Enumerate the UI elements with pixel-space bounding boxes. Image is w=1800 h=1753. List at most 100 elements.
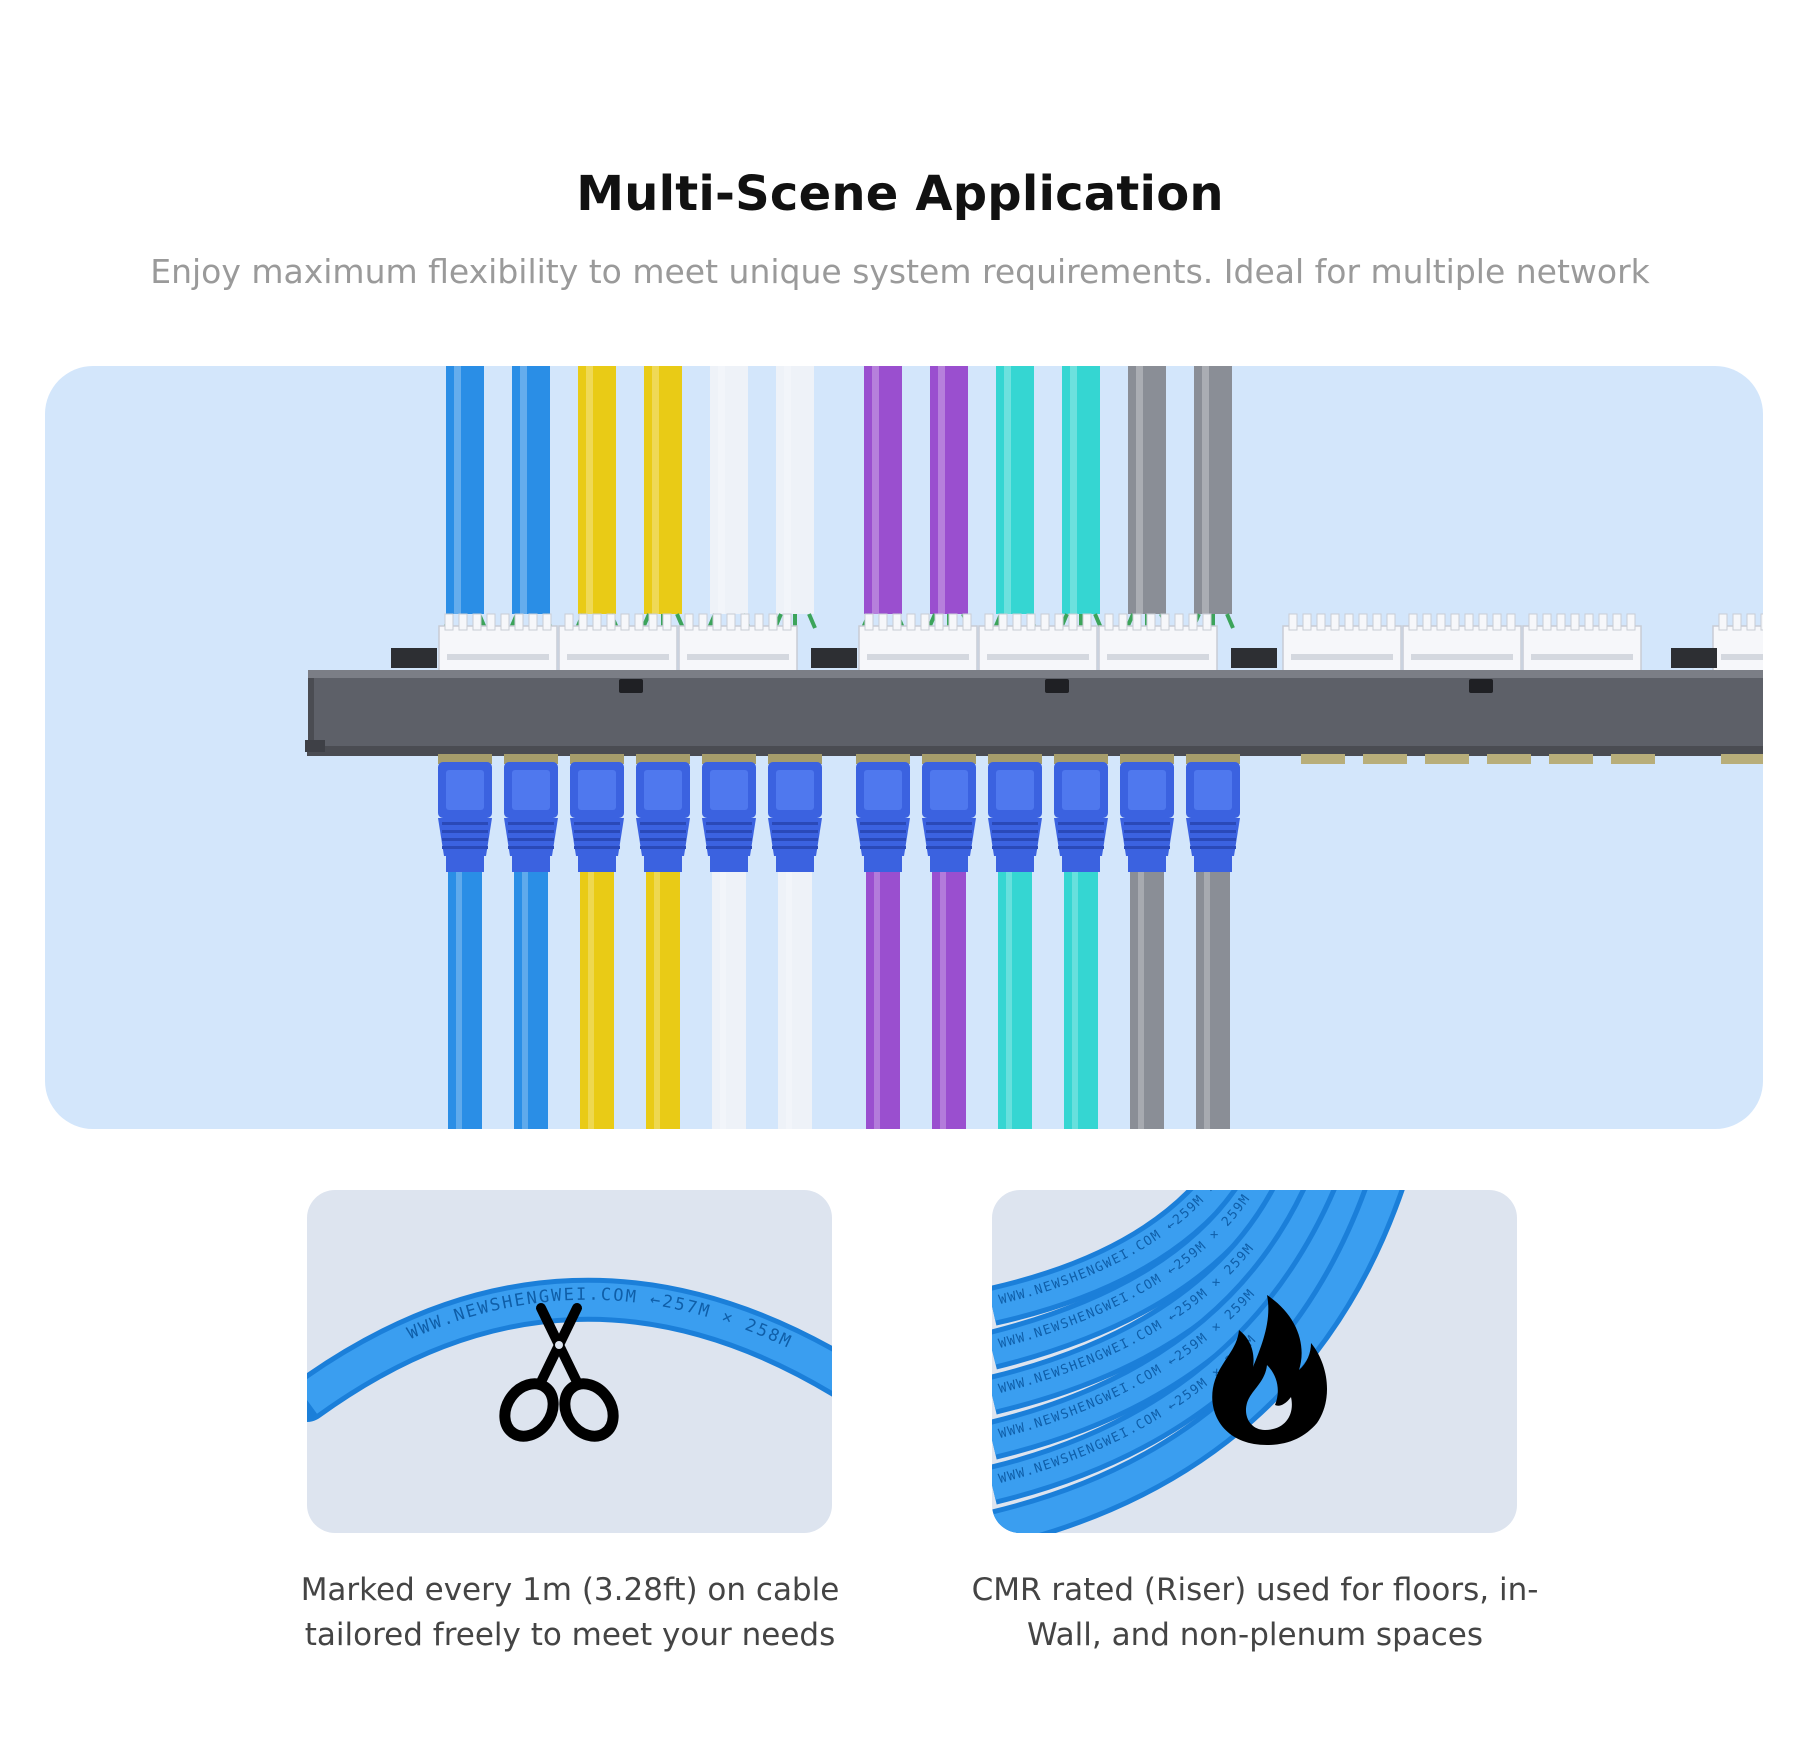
boot-tail <box>1194 856 1232 872</box>
boot-rib <box>992 830 1038 833</box>
boot-tail <box>710 856 748 872</box>
keystone-tooth <box>754 613 764 631</box>
keystone-tooth <box>906 613 916 631</box>
keystone-slot <box>1411 654 1513 660</box>
cable-shine <box>588 872 594 1129</box>
keystone-tooth <box>1132 613 1142 631</box>
cable-shine <box>718 366 725 614</box>
cable-coil <box>992 1190 1405 1533</box>
boot-tail <box>1128 856 1166 872</box>
keystone-tooth <box>698 613 708 631</box>
keystone-tooth <box>712 613 722 631</box>
feature-caption-cmr: CMR rated (Riser) used for floors, in- W… <box>955 1568 1555 1658</box>
cable-shine <box>1136 366 1143 614</box>
upper-cable <box>644 366 682 614</box>
keystone-tooth <box>1012 613 1022 631</box>
panel-slot <box>1045 679 1069 693</box>
cable-shine <box>1072 872 1078 1129</box>
lower-cable <box>1130 872 1164 1129</box>
feature-card-cmr: WWW.NEWSHENGWEI.COM ←259M × 259M WWW.NEW… <box>992 1190 1517 1533</box>
keystone-tooth <box>1464 613 1474 631</box>
port-foot <box>1549 754 1593 764</box>
boot-rib <box>772 822 818 825</box>
patch-panel-drawing <box>305 366 1763 1129</box>
boot-rib <box>706 846 752 849</box>
keystone-tooth <box>514 613 524 631</box>
keystone-tooth <box>768 613 778 631</box>
cable-shine <box>784 366 791 614</box>
keystone-tooth <box>1626 613 1636 631</box>
keystone-block <box>678 625 798 673</box>
boot-tail <box>996 856 1034 872</box>
keystone-tooth <box>1118 613 1128 631</box>
flame-icon <box>1212 1295 1328 1445</box>
cable-shine <box>454 366 461 614</box>
keystone-tooth <box>1386 613 1396 631</box>
boot-rib <box>640 846 686 849</box>
panel-notch <box>391 648 437 668</box>
caption-line: tailored freely to meet your needs <box>304 1617 836 1653</box>
keystone-block <box>1282 625 1402 673</box>
keystone-slot <box>867 654 969 660</box>
keystone-slot <box>1531 654 1633 660</box>
boot-rib <box>640 830 686 833</box>
keystone-tooth <box>592 613 602 631</box>
rj45-latch <box>1054 754 1108 764</box>
keystone-tooth <box>1040 613 1050 631</box>
rj45-latch <box>1186 754 1240 764</box>
port-foot <box>1425 754 1469 764</box>
page-title: Multi-Scene Application <box>576 166 1224 222</box>
boot-rib <box>1058 822 1104 825</box>
lower-cable <box>778 872 812 1129</box>
rj45-latch <box>438 754 492 764</box>
keystone-tooth <box>1528 613 1538 631</box>
keystone-block <box>858 625 978 673</box>
keystone-tooth <box>444 613 454 631</box>
panel-slot <box>619 679 643 693</box>
boot-rib <box>992 822 1038 825</box>
keystone-tooth <box>1478 613 1488 631</box>
boot-rib <box>508 822 554 825</box>
keystone-slot <box>987 654 1089 660</box>
panel-left-edge <box>308 678 314 756</box>
lower-cable <box>646 872 680 1129</box>
caption-line: CMR rated (Riser) used for floors, in- <box>971 1572 1539 1608</box>
keystone-tooth <box>1556 613 1566 631</box>
keystone-tooth <box>878 613 888 631</box>
boot-rib <box>442 830 488 833</box>
cable-shine <box>522 872 528 1129</box>
port-foot <box>1611 754 1655 764</box>
keystone-tooth <box>1068 613 1078 631</box>
keystone-block <box>1098 625 1218 673</box>
boot-rib <box>926 830 972 833</box>
keystone-slot <box>567 654 669 660</box>
upper-cable <box>446 366 484 614</box>
keystone-tooth <box>920 613 930 631</box>
cable-shine <box>874 872 880 1129</box>
boot-rib <box>706 838 752 841</box>
boot-rib <box>1058 846 1104 849</box>
port-foot <box>1721 754 1763 764</box>
keystone-tooth <box>1344 613 1354 631</box>
coiled-cable-image: WWW.NEWSHENGWEI.COM ←259M × 259M WWW.NEW… <box>992 1190 1405 1533</box>
rj45-boot-face <box>930 770 968 810</box>
port-foot <box>1363 754 1407 764</box>
keystone-tooth <box>1506 613 1516 631</box>
panel-notch <box>1671 648 1717 668</box>
boot-rib <box>508 830 554 833</box>
boot-rib <box>1124 830 1170 833</box>
keystone-block <box>1712 625 1763 673</box>
rj45-latch <box>922 754 976 764</box>
feature-card-marking: WWW.NEWSHENGWEI.COM ←257M × 258M <box>307 1190 832 1533</box>
rj45-latch <box>1120 754 1174 764</box>
lower-cable <box>1064 872 1098 1129</box>
boot-rib <box>992 838 1038 841</box>
rj45-boot-face <box>1062 770 1100 810</box>
boot-rib <box>640 822 686 825</box>
lower-cable <box>448 872 482 1129</box>
rj45-boot-face <box>1194 770 1232 810</box>
panel-slot <box>1469 679 1493 693</box>
keystone-tooth <box>1160 613 1170 631</box>
lower-cable <box>998 872 1032 1129</box>
upper-cable <box>864 366 902 614</box>
